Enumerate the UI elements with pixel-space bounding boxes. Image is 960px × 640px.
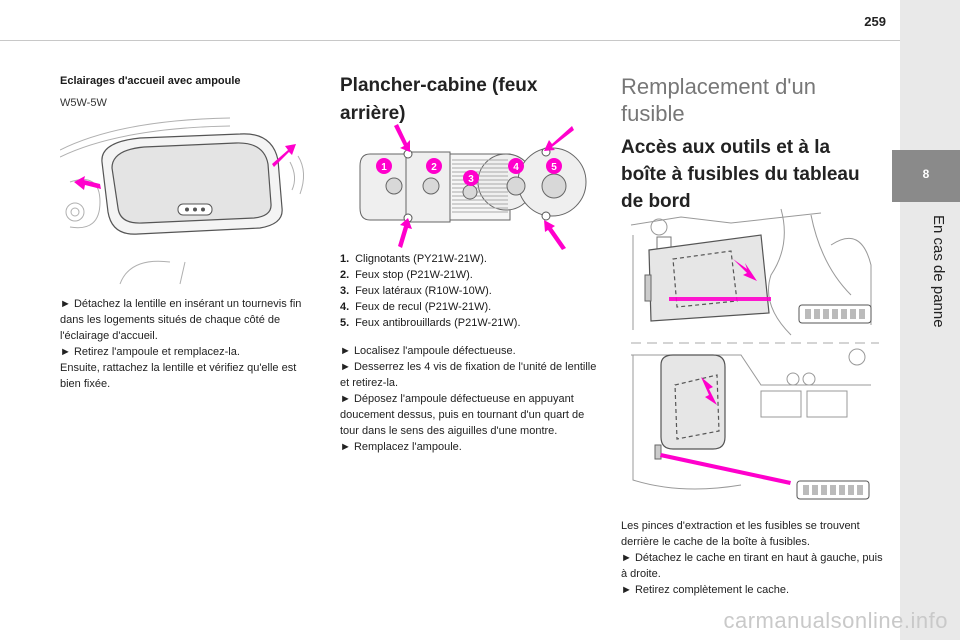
fuse-access-instructions: Les pinces d'extraction et les fusibles … [621, 518, 883, 598]
courtesy-step-1: ► Détachez la lentille en insérant un to… [60, 298, 302, 342]
courtesy-light-instructions: ► Détachez la lentille en insérant un to… [60, 296, 318, 392]
list-item: 3. Feux latéraux (R10W-10W). [340, 285, 492, 297]
section-heading-rear-lights: Plancher-cabine (feux arrière) [340, 75, 538, 124]
list-item: 4. Feux de recul (P21W-21W). [340, 301, 492, 313]
rear-light-unit-illustration: 1 2 3 4 5 [359, 124, 587, 250]
courtesy-light-illustration [60, 117, 304, 285]
rear-step-3: ► Déposez l'ampoule défectueuse en appuy… [340, 393, 585, 437]
chapter-number: 8 [922, 167, 930, 181]
chapter-side-tab [900, 0, 960, 640]
courtesy-step-2: ► Retirez l'ampoule et remplacez-la. [60, 346, 240, 358]
fuse-step-2: ► Détachez le cache en tirant en haut à … [621, 552, 883, 580]
page-number: 259 [864, 14, 886, 29]
list-item: 1. Clignotants (PY21W-21W). [340, 253, 487, 265]
section-heading-courtesy-light: Eclairages d'accueil avec ampoule [60, 75, 241, 87]
chapter-number-box[interactable]: 8 [892, 150, 960, 202]
fuse-step-3: ► Retirez complètement le cache. [621, 584, 790, 596]
rear-lights-bulb-list: 1. Clignotants (PY21W-21W). 2. Feux stop… [340, 251, 521, 331]
rear-lights-instructions: ► Localisez l'ampoule défectueuse. ► Des… [340, 343, 602, 455]
callout-2: 2 [431, 162, 437, 173]
rear-step-1: ► Localisez l'ampoule défectueuse. [340, 345, 516, 357]
callout-1: 1 [381, 162, 387, 173]
list-item: 5. Feux antibrouillards (P21W-21W). [340, 317, 521, 329]
list-item: 2. Feux stop (P21W-21W). [340, 269, 473, 281]
callout-5: 5 [551, 162, 557, 173]
section-heading-fuse: Remplacement d'un fusible [621, 74, 816, 126]
callout-3: 3 [468, 174, 474, 185]
fuse-step-1: Les pinces d'extraction et les fusibles … [621, 520, 860, 548]
rear-step-4: ► Remplacez l'ampoule. [340, 441, 462, 453]
callout-4: 4 [513, 162, 519, 173]
courtesy-step-3: Ensuite, rattachez la lentille et vérifi… [60, 362, 297, 390]
header-rule [0, 40, 900, 41]
chapter-title: En cas de panne [930, 215, 947, 328]
fusebox-access-illustration [630, 208, 879, 500]
rear-step-2: ► Desserrez les 4 vis de fixation de l'u… [340, 361, 597, 389]
bulb-type: W5W-5W [60, 97, 107, 109]
subsection-heading-fuse-access: Accès aux outils et à la boîte à fusible… [621, 137, 860, 212]
watermark: carmanualsonline.info [723, 608, 948, 633]
